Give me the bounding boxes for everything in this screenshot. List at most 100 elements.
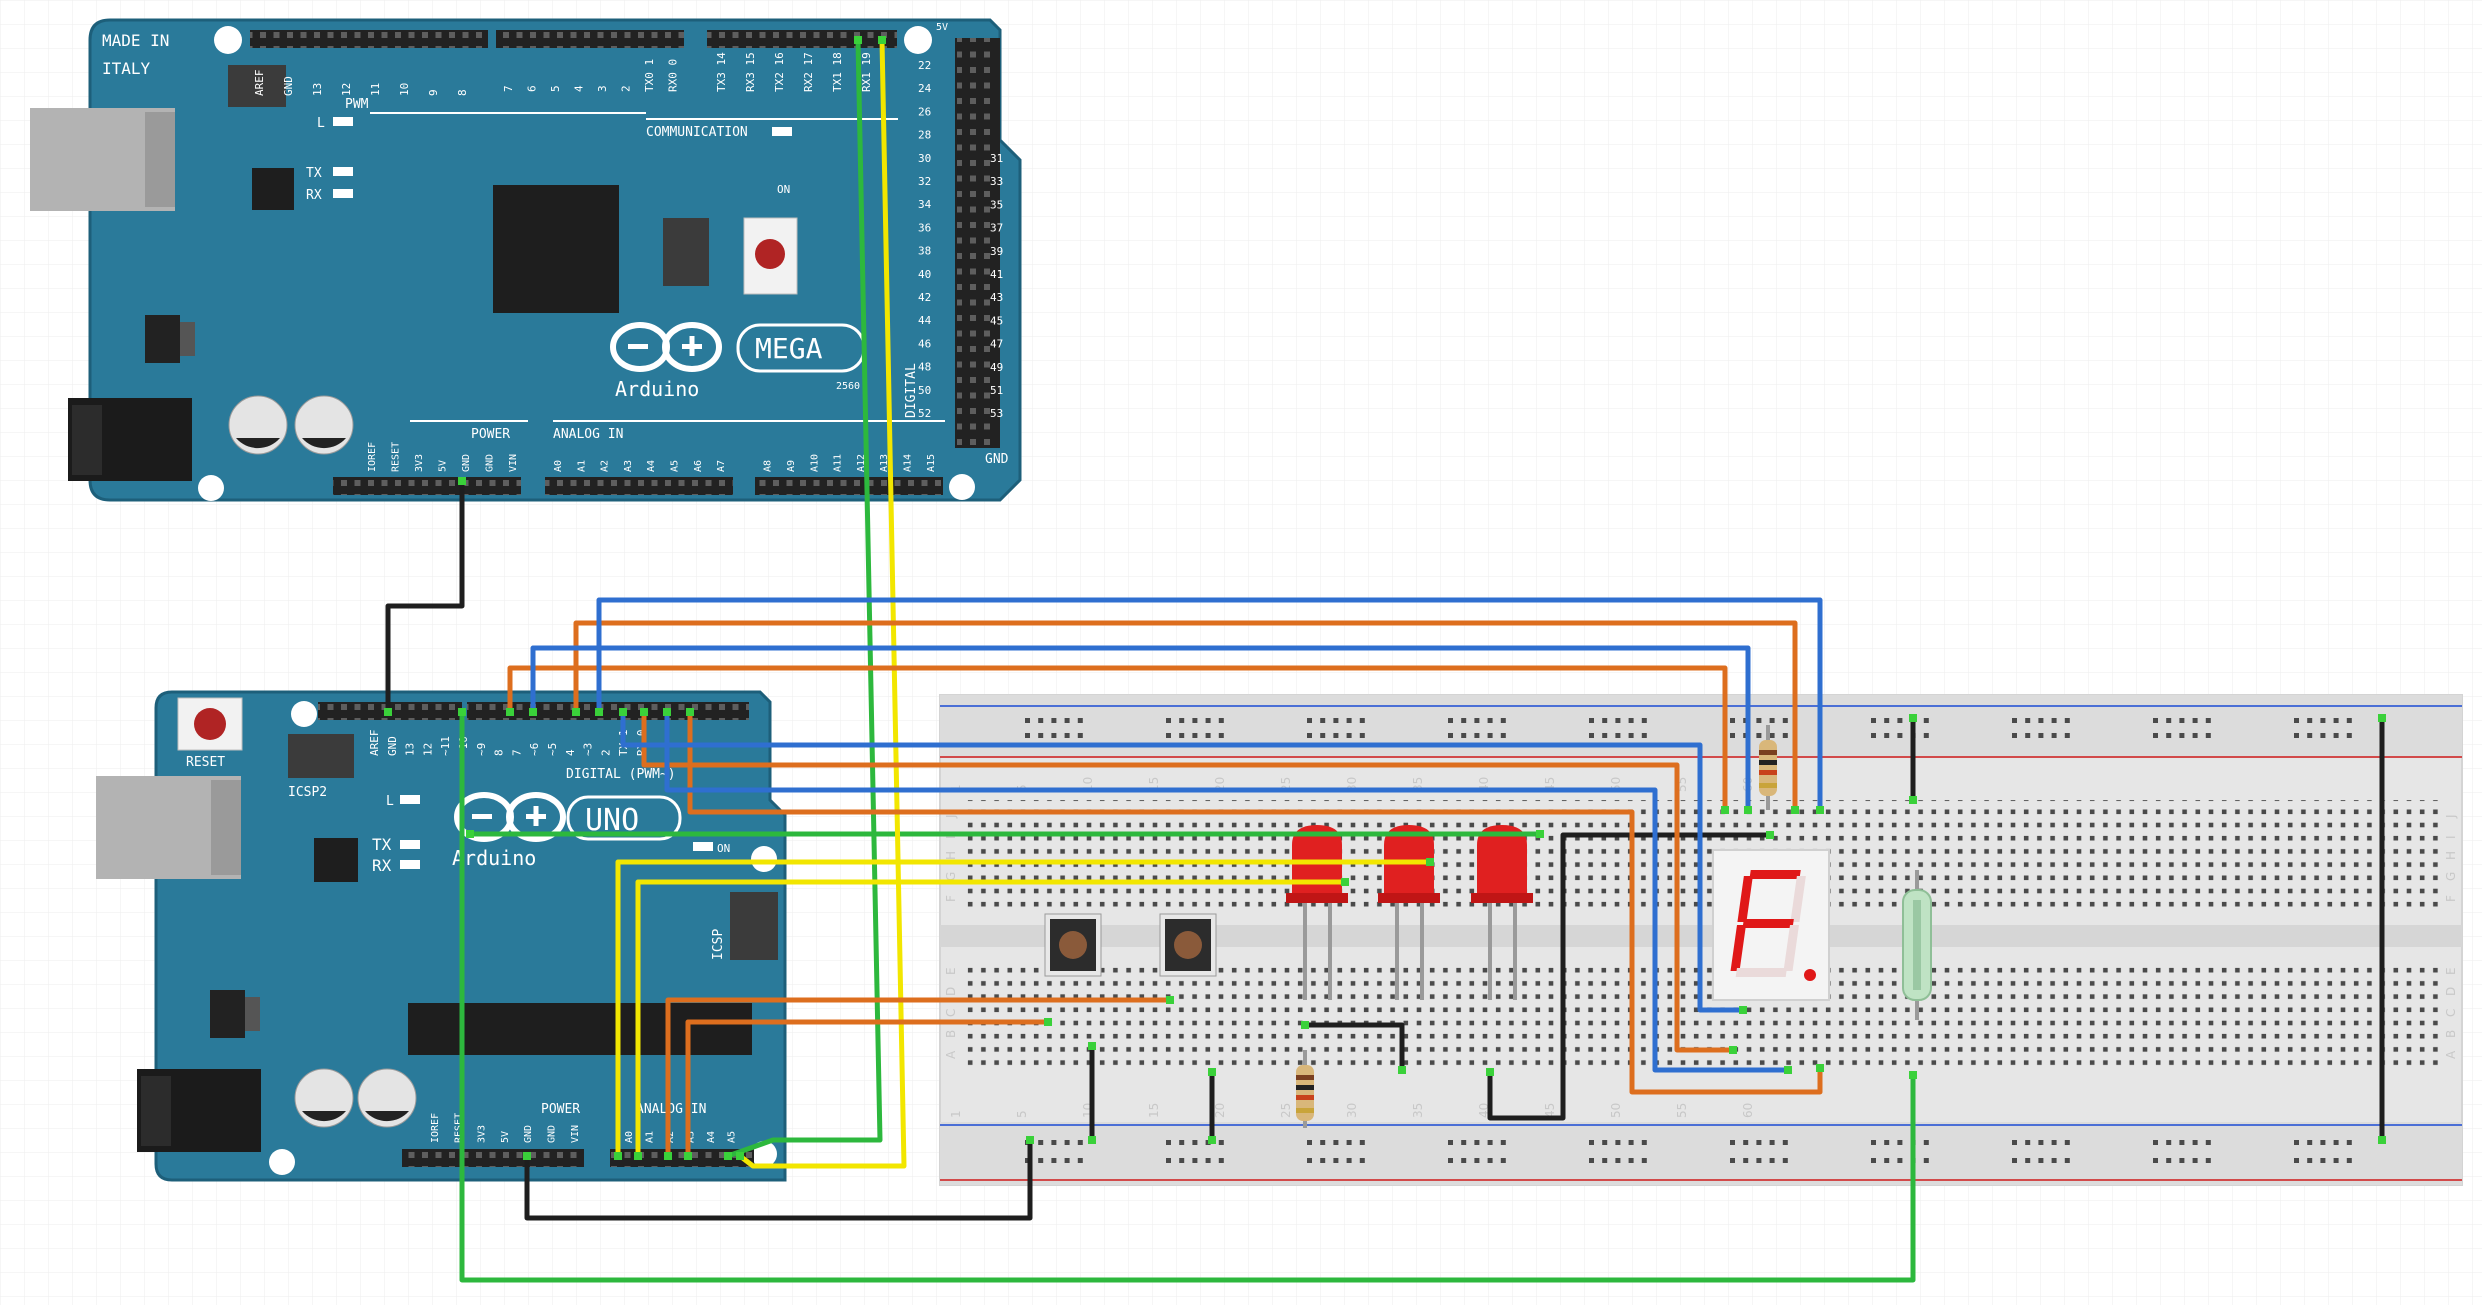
wire-orange-uno-a2-button2 — [665, 997, 1173, 1159]
uno-rx-label: RX — [372, 856, 392, 875]
uno-icsp-label: ICSP — [711, 929, 726, 960]
wire-endpoint — [1088, 1042, 1096, 1050]
uno-pin-label: ~6 — [528, 743, 541, 756]
wire-blue-uno-d6 — [596, 597, 1823, 813]
mega-analog-pin-label: A5 — [670, 460, 681, 472]
mega-pin-label: GND — [282, 76, 295, 96]
uno-pin-label: GND — [386, 736, 399, 756]
wire-yellow-uno-led1 — [635, 879, 1348, 1159]
mega-pin-label: TX3 14 — [715, 52, 728, 92]
mega-pin-label: 13 — [311, 83, 324, 96]
mega-analog-pin-label: A12 — [856, 454, 867, 472]
uno-led-l — [400, 795, 420, 804]
wire-endpoint — [619, 708, 627, 716]
mega-l-label: L — [317, 116, 325, 131]
mega-5v-label: 5V — [936, 22, 948, 33]
uno-pin-label: 13 — [404, 743, 417, 756]
mega-led-tx — [333, 167, 353, 176]
mega-pin-label: RX0 0 — [667, 59, 680, 92]
mega-analog-pin-label: A15 — [926, 454, 937, 472]
uno-power-pin-label: 5V — [500, 1131, 511, 1143]
mega-communication-label: COMMUNICATION — [646, 125, 748, 140]
wire-endpoint — [1486, 1068, 1494, 1076]
uno-mount-hole — [291, 701, 317, 727]
wire-endpoint — [2378, 1136, 2386, 1144]
uno-pin-label: 8 — [493, 749, 506, 756]
uno-header-analog — [610, 1149, 754, 1167]
mega-digital-pin-label: 44 — [918, 314, 932, 327]
uno-analog-pin-label: A1 — [645, 1131, 656, 1143]
mega-mount-hole — [198, 475, 224, 501]
uno-header-top-right — [467, 702, 749, 720]
breadboard-column-number: 30 — [1345, 1103, 1359, 1118]
uno-power-pin-label: 3V3 — [477, 1125, 488, 1143]
uno-usb-port-inner — [211, 780, 241, 875]
wire-endpoint — [1816, 1064, 1824, 1072]
mega-mount-hole — [949, 474, 975, 500]
wire-endpoint — [1301, 1021, 1309, 1029]
mega-analog-pin-label: A13 — [879, 454, 890, 472]
uno-pin-label: 12 — [421, 743, 434, 756]
mega-regulator-tab — [180, 322, 195, 356]
breadboard-row-letter: B — [944, 1030, 958, 1038]
mega-power-jack-inner — [72, 405, 102, 475]
mega-analog-pin-label: A9 — [786, 460, 797, 472]
breadboard-column-number: 5 — [1015, 1110, 1029, 1118]
mega-digital-pin-label: 51 — [990, 384, 1003, 397]
reed-switch — [1902, 870, 1932, 1020]
mega-header-top-left — [250, 30, 488, 48]
breadboard-row-letter: C — [2444, 1009, 2458, 1017]
uno-power-jack-inner — [141, 1076, 171, 1146]
uno-l-label: L — [386, 794, 394, 809]
wire-endpoint — [664, 1152, 672, 1160]
wire-endpoint — [1791, 806, 1799, 814]
uno-power-pin-label: RESET — [453, 1113, 464, 1143]
pushbutton-2 — [1159, 913, 1217, 977]
wire-endpoint — [1816, 806, 1824, 814]
mega-digital-pin-label: 36 — [918, 221, 931, 234]
mega-digital-pin-label: 30 — [918, 152, 931, 165]
mega-main-chip — [493, 185, 619, 313]
mega-digital-pin-label: 50 — [918, 384, 931, 397]
uno-led-on — [693, 842, 713, 851]
uno-power-label: POWER — [541, 1102, 580, 1117]
wire-endpoint — [736, 1152, 744, 1160]
uno-analog-pin-label: A4 — [706, 1131, 717, 1143]
mega-regulator — [145, 315, 180, 363]
mega-power-pin-label: 3V3 — [414, 454, 425, 472]
breadboard-row-letter: E — [944, 967, 958, 975]
wire-endpoint — [1426, 858, 1434, 866]
mega-model-label: MEGA — [755, 332, 823, 365]
mega-pin-label: 3 — [596, 85, 609, 92]
uno-capacitor-mark — [302, 1111, 346, 1122]
breadboard-row-letter: F — [2444, 895, 2458, 902]
uno-arduino-logo — [454, 792, 566, 842]
uno-pin-label: ~3 — [582, 743, 595, 756]
wire-endpoint — [2378, 714, 2386, 722]
uno-mount-hole — [269, 1149, 295, 1175]
wire-endpoint — [1026, 1136, 1034, 1144]
seven-segment-display — [1712, 849, 1830, 1001]
mega-pin-label: 7 — [502, 85, 515, 92]
mega-icsp-header2 — [228, 65, 286, 107]
uno-pin-label: ~11 — [439, 736, 452, 756]
mega-analog-pin-label: A0 — [553, 460, 564, 472]
breadboard-row-letter: G — [944, 872, 958, 881]
breadboard-row-letter: D — [2444, 987, 2458, 996]
breadboard-column-number: 20 — [1213, 1103, 1227, 1118]
uno-header-power — [402, 1149, 584, 1167]
mega-header-top-pwm — [496, 30, 684, 48]
mega-header-digital-pins — [957, 38, 998, 448]
wire-endpoint — [458, 477, 466, 485]
wire-endpoint — [614, 1152, 622, 1160]
uno-led-tx — [400, 840, 420, 849]
wire-endpoint — [466, 830, 474, 838]
mega-digital-pin-label: 33 — [990, 175, 1003, 188]
wire-endpoint — [1739, 1006, 1747, 1014]
mega-pin-label: 6 — [526, 85, 539, 92]
uno-led-rx — [400, 860, 420, 869]
mega-pin-label: 9 — [427, 89, 440, 96]
uno-power-pin-label: VIN — [570, 1125, 581, 1143]
mega-analog-pin-label: A3 — [623, 460, 634, 472]
wire-orange-uno-d1 — [687, 709, 1823, 1095]
